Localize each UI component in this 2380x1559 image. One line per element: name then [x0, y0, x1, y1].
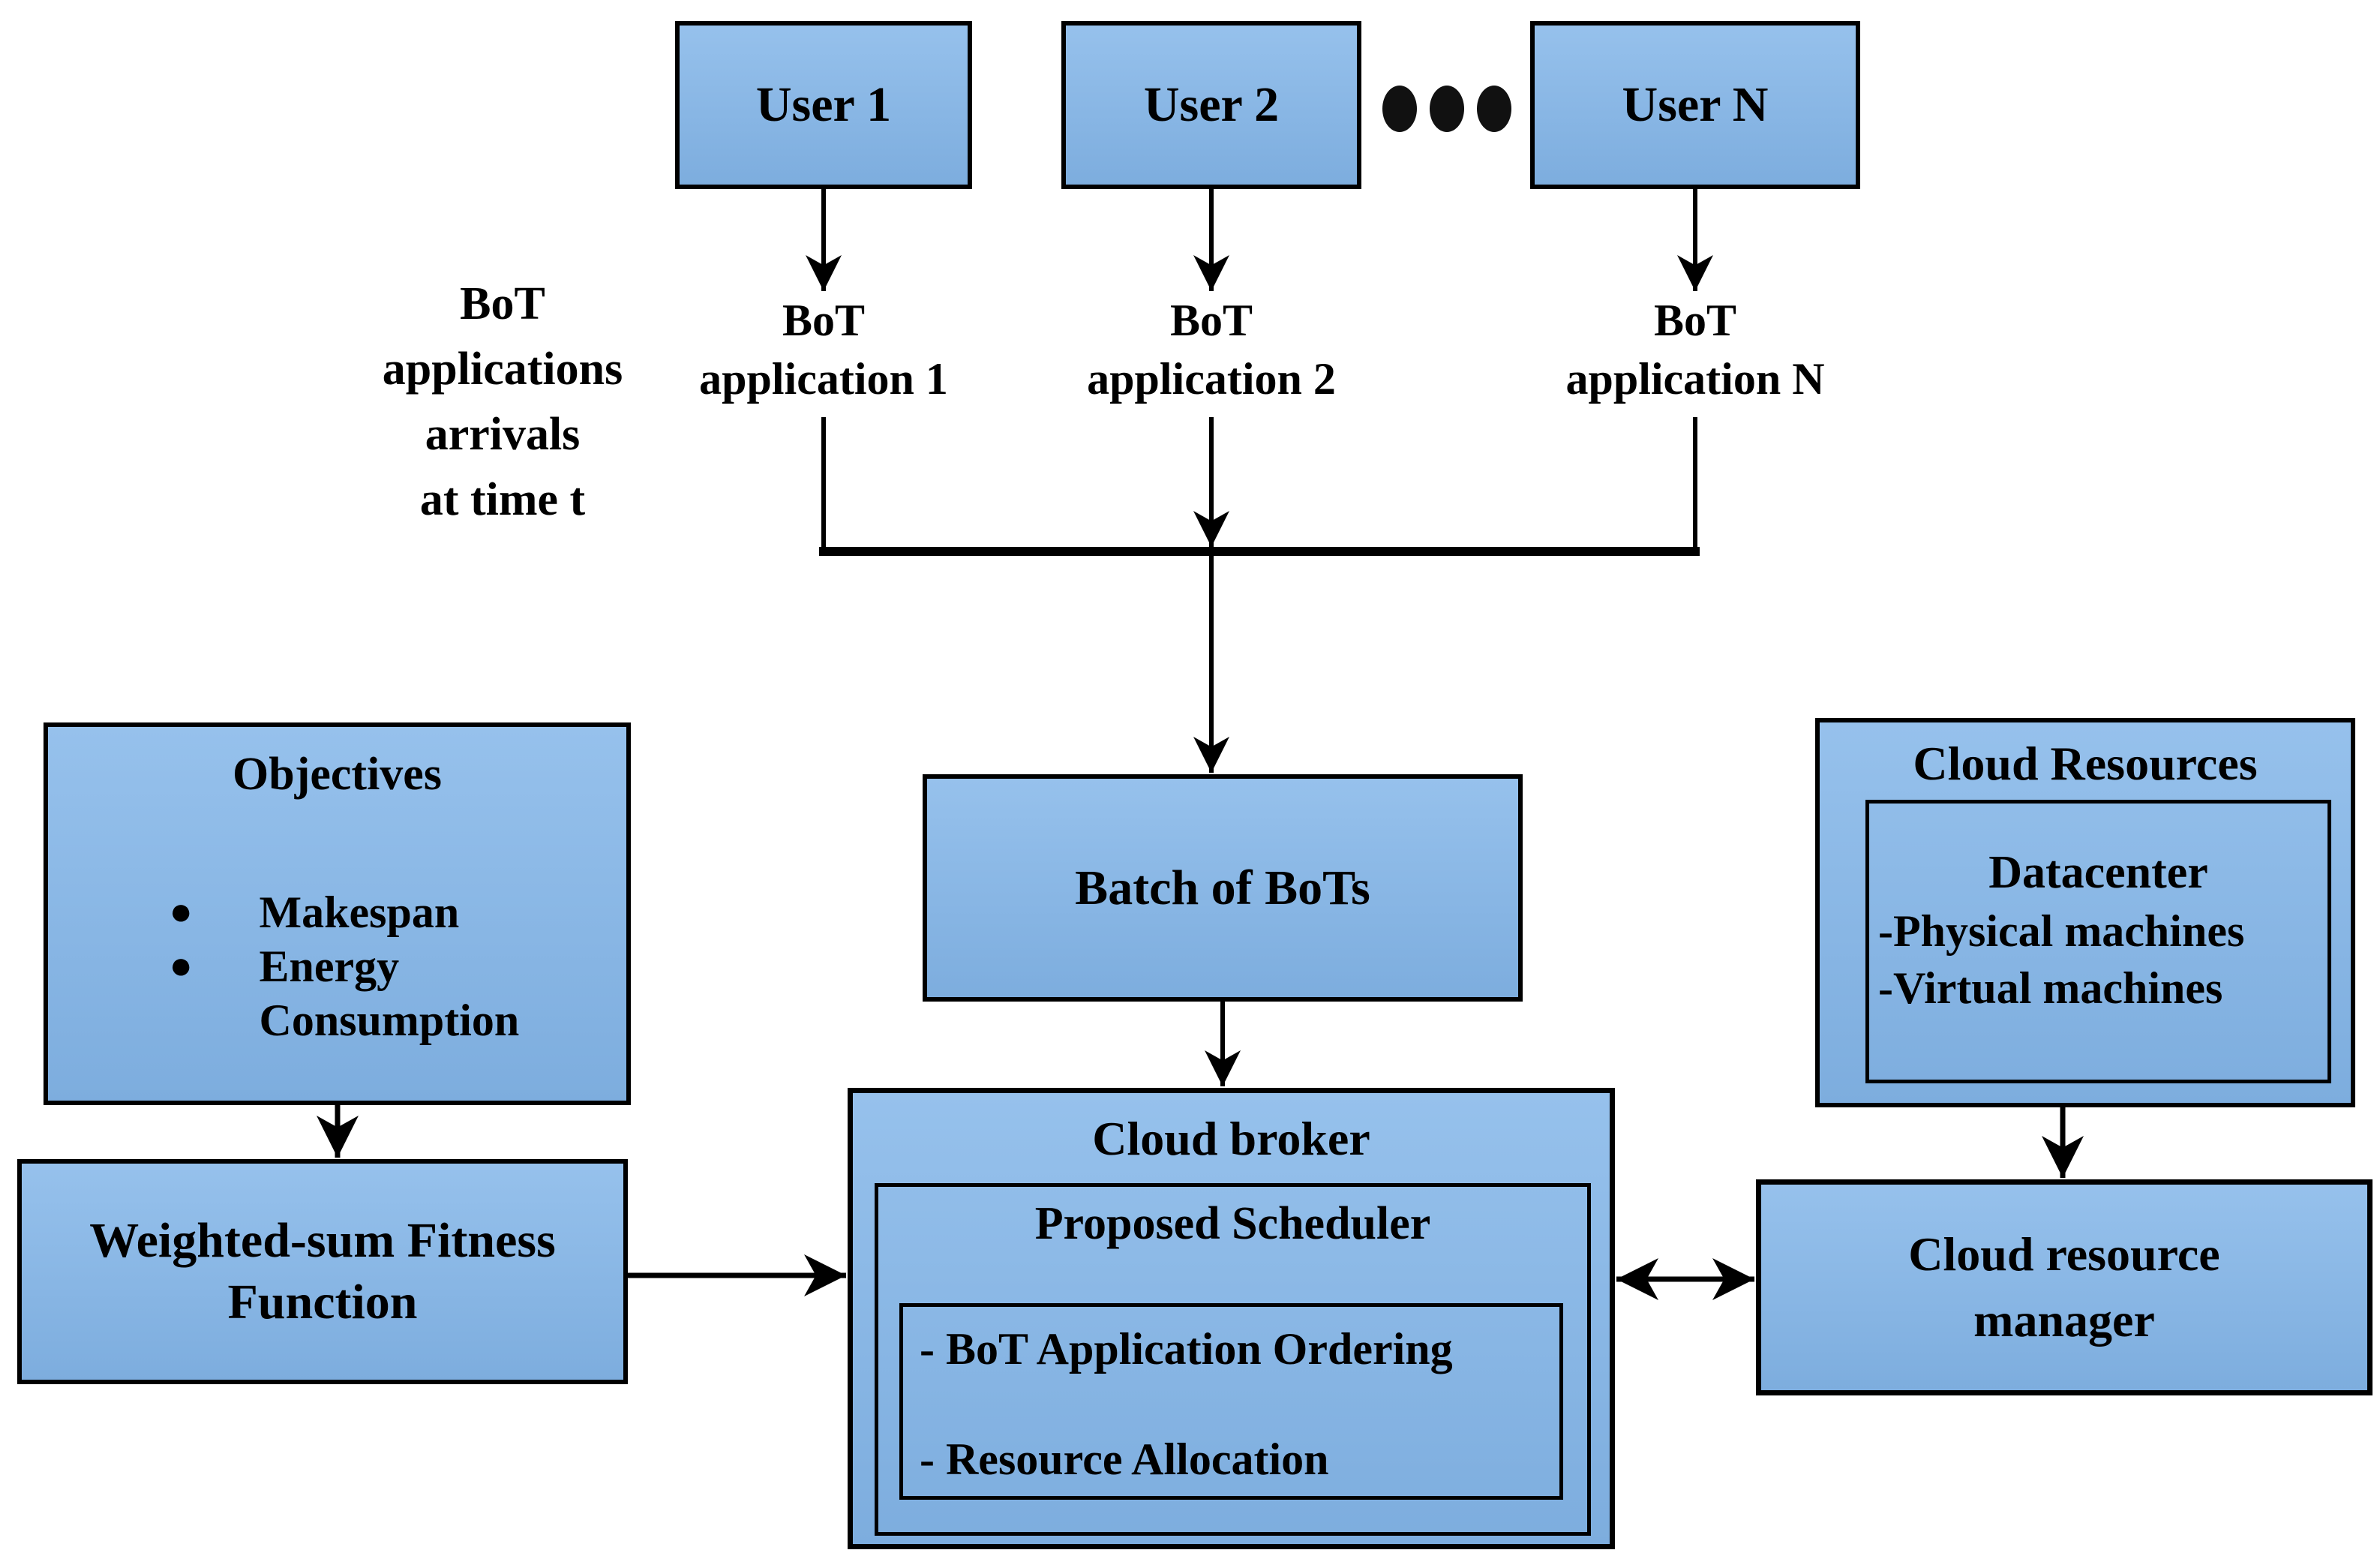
objective-makespan-label: Makespan — [259, 888, 460, 937]
datacenter-label: Datacenter — [1988, 847, 2208, 898]
ellipsis-dot — [1477, 86, 1511, 132]
ellipsis-dot — [1382, 86, 1417, 132]
batch-of-bots-box: Batch of BoTs — [923, 774, 1523, 1002]
bot-appN-label: BoT application N — [1485, 291, 1905, 408]
arrival-note-line2: applications — [382, 344, 623, 395]
bot-app1-label: BoT application 1 — [614, 291, 1034, 408]
userN-label: User N — [1622, 77, 1769, 132]
objectives-box: Objectives ● Makespan ● Energy Consumpti… — [44, 722, 631, 1105]
cloud-broker-box: Cloud broker Proposed Scheduler - BoT Ap… — [848, 1088, 1615, 1549]
bot-app2-line1: BoT — [1169, 296, 1253, 345]
arrival-note-line1: BoT — [460, 278, 545, 329]
arrival-note-line4: at time t — [419, 474, 586, 525]
bot-appN-line2: application N — [1565, 354, 1825, 404]
cloud-broker-title: Cloud broker — [1092, 1112, 1370, 1165]
scheduler-functions-box: - BoT Application Ordering - Resource Al… — [899, 1303, 1563, 1500]
bot-app1-line2: application 1 — [699, 354, 948, 404]
function-ordering-label: - BoT Application Ordering — [920, 1324, 1453, 1374]
user2-box: User 2 — [1061, 21, 1361, 189]
proposed-scheduler-title: Proposed Scheduler — [1034, 1198, 1431, 1249]
cloud-resources-box: Cloud Resources Datacenter -Physical mac… — [1815, 718, 2355, 1107]
ellipsis-dot — [1430, 86, 1464, 132]
bot-app2-label: BoT application 2 — [1001, 291, 1421, 408]
fitness-line1: Weighted-sum Fitness — [89, 1213, 556, 1268]
function-allocation-label: - Resource Allocation — [920, 1434, 1329, 1484]
userN-box: User N — [1530, 21, 1860, 189]
objectives-title: Objectives — [233, 749, 442, 800]
manager-line2: manager — [1973, 1293, 2155, 1347]
proposed-scheduler-box: Proposed Scheduler - BoT Application Ord… — [875, 1183, 1591, 1536]
user2-label: User 2 — [1143, 77, 1280, 132]
arrival-note: BoT applications arrivals at time t — [315, 272, 690, 533]
fitness-function-box: Weighted-sum Fitness Function — [17, 1159, 628, 1384]
bullet-icon: ● — [169, 945, 193, 987]
bullet-icon: ● — [169, 891, 193, 933]
virtual-machines-label: -Virtual machines — [1878, 963, 2223, 1013]
cloud-resource-manager-box: Cloud resource manager — [1756, 1179, 2372, 1395]
bot-app2-line2: application 2 — [1087, 354, 1336, 404]
physical-machines-label: -Physical machines — [1878, 906, 2245, 956]
user1-box: User 1 — [675, 21, 972, 189]
bot-appN-line1: BoT — [1653, 296, 1737, 345]
objectives-list: ● Makespan ● Energy Consumption — [138, 885, 537, 1047]
objective-item-makespan: ● Makespan — [170, 885, 537, 939]
arrival-note-line3: arrivals — [425, 409, 581, 460]
objective-energy-label: Energy Consumption — [259, 942, 520, 1045]
ellipsis-icon — [1382, 86, 1511, 132]
bot-app1-line1: BoT — [782, 296, 866, 345]
datacenter-box: Datacenter -Physical machines -Virtual m… — [1865, 800, 2331, 1083]
manager-line1: Cloud resource — [1908, 1227, 2220, 1281]
objective-item-energy: ● Energy Consumption — [170, 939, 537, 1047]
user1-label: User 1 — [755, 77, 892, 132]
batch-of-bots-label: Batch of BoTs — [1075, 860, 1370, 915]
cloud-resources-title: Cloud Resources — [1913, 737, 2258, 790]
fitness-line2: Function — [227, 1275, 418, 1329]
